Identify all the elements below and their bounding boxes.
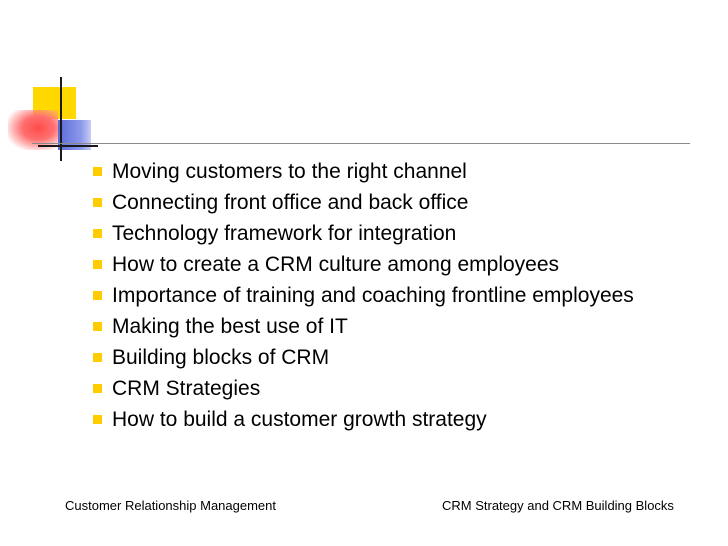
decor-red-blur	[8, 110, 58, 150]
bullet-text: Connecting front office and back office	[112, 191, 469, 214]
yellow-square-bullet-icon	[93, 198, 102, 207]
yellow-square-bullet-icon	[93, 229, 102, 238]
yellow-square-bullet-icon	[93, 415, 102, 424]
decor-horizontal-line	[38, 145, 98, 147]
bullet-item: Making the best use of IT	[92, 311, 692, 342]
bullet-item: How to build a customer growth strategy	[92, 404, 692, 435]
title-divider	[32, 143, 690, 144]
bullet-text: CRM Strategies	[112, 377, 261, 400]
bullet-item: Moving customers to the right channel	[92, 156, 692, 187]
bullet-text: How to build a customer growth strategy	[112, 408, 487, 431]
footer-right-text: CRM Strategy and CRM Building Blocks	[442, 498, 674, 513]
yellow-square-bullet-icon	[93, 167, 102, 176]
decor-vertical-line	[60, 77, 62, 161]
bullet-item: Technology framework for integration	[92, 218, 692, 249]
bullet-text: Moving customers to the right channel	[112, 160, 467, 183]
footer-left-text: Customer Relationship Management	[65, 498, 276, 513]
bullet-text: Importance of training and coaching fron…	[112, 284, 634, 307]
yellow-square-bullet-icon	[93, 260, 102, 269]
bullet-text: How to create a CRM culture among employ…	[112, 253, 560, 276]
yellow-square-bullet-icon	[93, 322, 102, 331]
bullet-text: Technology framework for integration	[112, 222, 457, 245]
yellow-square-bullet-icon	[93, 291, 102, 300]
bullet-item: Connecting front office and back office	[92, 187, 692, 218]
bullet-item: Importance of training and coaching fron…	[92, 280, 692, 311]
bullet-text: Building blocks of CRM	[112, 346, 330, 369]
bullet-list: Moving customers to the right channel Co…	[92, 156, 692, 435]
bullet-item: CRM Strategies	[92, 373, 692, 404]
bullet-text: Making the best use of IT	[112, 315, 348, 338]
yellow-square-bullet-icon	[93, 353, 102, 362]
bullet-item: Building blocks of CRM	[92, 342, 692, 373]
bullet-item: How to create a CRM culture among employ…	[92, 249, 692, 280]
decorative-logo-icon	[0, 0, 110, 170]
yellow-square-bullet-icon	[93, 384, 102, 393]
